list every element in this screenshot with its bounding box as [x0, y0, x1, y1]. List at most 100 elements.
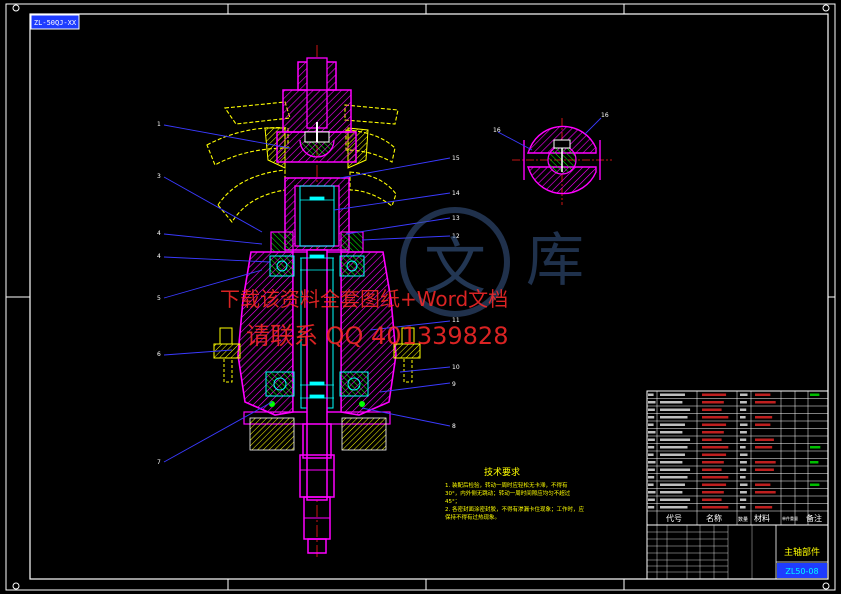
bom-cell-mark [702, 408, 722, 411]
bom-cell-mark [702, 438, 722, 441]
bom-cell-mark [660, 408, 691, 411]
part-number: 5 [157, 295, 161, 302]
tech-req-line: 2. 各密封面涂密封胶，不得有渗漏卡住现象；工作时，应 [445, 505, 584, 513]
part-number: 13 [452, 215, 460, 222]
watermark-line1: 下载该资料全套图纸+Word文档 [220, 287, 508, 311]
part-number: 4 [157, 230, 161, 237]
bom-cell-mark [702, 393, 727, 396]
part-number: 16 [601, 112, 609, 119]
bom-cell-mark [648, 476, 655, 479]
part-number: 15 [452, 155, 460, 162]
bom-cell-mark [755, 461, 776, 464]
corner-tag-box [30, 14, 80, 30]
bom-cell-mark [648, 438, 655, 441]
bom-cell-mark [648, 491, 656, 494]
bom-cell-mark [648, 506, 655, 509]
bom-cell-mark [702, 506, 729, 509]
bom-cell-mark [660, 431, 683, 434]
bom-cell-mark [648, 408, 655, 411]
bom-cell-mark [810, 461, 819, 464]
part-number: 14 [452, 190, 460, 197]
bom-cell-mark [648, 461, 656, 464]
bom-header-material: 材料 [754, 513, 770, 523]
bom-cell-mark [648, 468, 655, 471]
bom-header-remark: 备注 [806, 513, 822, 523]
bom-cell-mark [740, 468, 747, 471]
bom-cell-mark [660, 438, 691, 441]
bom-cell-mark [740, 408, 747, 411]
bom-cell-mark [648, 431, 656, 434]
bom-cell-mark [660, 401, 683, 404]
bom-cell-mark [702, 461, 724, 464]
bom-header-weight: 单件重量 [782, 515, 798, 521]
main-section-view [206, 45, 421, 560]
corner-tag: ZL-50QJ-XX [34, 19, 77, 27]
bom-cell-mark [755, 438, 774, 441]
tech-req-line: 1. 装配后检验，转动一周时应轻松无卡滞，不得有 [445, 481, 568, 489]
bom-cell-mark [648, 401, 656, 404]
bom-cell-mark [740, 416, 746, 419]
bom-cell-mark [660, 446, 688, 449]
bom-cell-mark [702, 468, 722, 471]
watermark-logo-char: 文 [424, 230, 486, 303]
bom-cell-mark [660, 483, 685, 486]
zone-ticks [6, 4, 835, 590]
technical-requirements: 技术要求 1. 装配后检验，转动一周时应轻松无卡滞，不得有 30°，内外侧无跳动… [445, 466, 584, 521]
bom-cell-mark [648, 498, 655, 501]
corner-marks [12, 4, 830, 590]
part-number: 8 [452, 423, 456, 430]
bom-cell-mark [810, 446, 821, 449]
bom-cell-mark [660, 468, 691, 471]
bom-cell-mark [648, 416, 655, 419]
bom-cell-mark [740, 393, 748, 396]
bom-cell-mark [755, 491, 776, 494]
bom-cell-mark [660, 461, 683, 464]
watermark-logo-char: 库 [526, 226, 584, 294]
bom-cell-mark [740, 446, 746, 449]
part-number: 4 [157, 253, 161, 260]
bom-cell-mark [660, 506, 688, 509]
bom-cell-mark [740, 461, 747, 464]
bom-cell-mark [740, 438, 747, 441]
bom-cell-mark [740, 491, 747, 494]
bom-cell-mark [740, 506, 746, 509]
title-block-part-name: 主轴部件 [784, 546, 820, 558]
bom-cell-mark [755, 468, 774, 471]
section-detail-view [497, 117, 612, 205]
bom-cell-mark [810, 393, 820, 396]
bom-cell-mark [702, 416, 729, 419]
bom-cell-mark [755, 506, 773, 509]
bom-cell-mark [740, 476, 746, 479]
title-block-drawing-no: ZL50-08 [785, 567, 818, 576]
tech-req-title: 技术要求 [484, 466, 520, 478]
bom-cell-mark [648, 453, 654, 456]
bom-cell-mark [740, 401, 747, 404]
tech-req-line: 45°； [445, 499, 460, 505]
bom-cell-mark [702, 491, 724, 494]
part-number: 16 [493, 127, 501, 134]
bom-header-qty: 数量 [738, 516, 748, 523]
bom-cell-mark [755, 446, 773, 449]
bom-cell-mark [755, 416, 773, 419]
bom-cell-mark [702, 498, 722, 501]
bom-header-name: 名称 [706, 513, 722, 523]
bom-cell-mark [648, 483, 654, 486]
bom-cell-mark [648, 446, 655, 449]
bom-cell-mark [702, 483, 727, 486]
bom-cell-mark [660, 416, 688, 419]
bom-cell-mark [660, 423, 685, 426]
bom-cell-mark [810, 483, 820, 486]
part-number: 12 [452, 233, 460, 240]
title-block: 主轴部件 ZL50-08 [646, 524, 829, 580]
bom-cell-mark [755, 401, 776, 404]
bom-header-code: 代号 [666, 513, 682, 523]
bom-cell-mark [740, 498, 747, 501]
bom-cell-mark [702, 476, 729, 479]
leader-lines [163, 124, 451, 463]
part-number: 11 [452, 317, 460, 324]
bom-cell-mark [702, 401, 724, 404]
bom-cell-mark [648, 423, 654, 426]
bom-cell-mark [755, 393, 771, 396]
bom-cell-mark [648, 393, 654, 396]
